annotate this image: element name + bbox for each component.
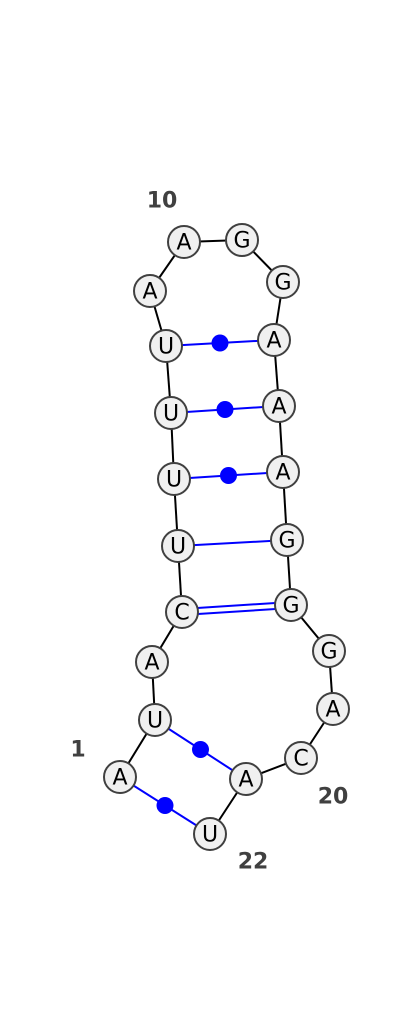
nucleotide-4: C — [165, 595, 199, 629]
nucleotide-circle — [167, 225, 201, 259]
nucleotide-5: U — [161, 529, 195, 563]
base-pair-5-16 — [177, 539, 288, 547]
nucleotide-14: A — [262, 389, 296, 423]
nucleotide-letter: G — [233, 229, 250, 254]
pair-line — [181, 601, 291, 611]
pair-line — [177, 539, 288, 547]
nucleotide-17: G — [274, 588, 308, 622]
nucleotide-letter: A — [271, 395, 286, 420]
pair-dot — [192, 741, 209, 758]
position-labels: 1 10 20 22 — [70, 189, 348, 875]
nucleotide-letter: U — [147, 709, 163, 734]
nucleotide-circle — [138, 703, 172, 737]
nucleotide-circle — [165, 595, 199, 629]
base-pair-2-21 — [154, 719, 247, 780]
base-pair-7-14 — [170, 401, 280, 418]
nucleotide-letter: A — [266, 329, 281, 354]
nucleotide-16: G — [270, 523, 304, 557]
nucleotide-circle — [229, 762, 263, 796]
nucleotide-19: A — [316, 692, 350, 726]
nucleotide-22: U — [193, 817, 227, 851]
nucleotide-letter: G — [278, 529, 295, 554]
nucleotide-circle — [284, 741, 318, 775]
nucleotide-circle — [257, 323, 291, 357]
nucleotide-circle — [154, 396, 188, 430]
nucleotide-letter: A — [144, 651, 159, 676]
nucleotide-6: U — [157, 462, 191, 496]
nucleotide-3: A — [135, 645, 169, 679]
nucleotide-letter: A — [176, 231, 191, 256]
position-label-22: 22 — [238, 850, 269, 875]
pair-dot — [220, 467, 237, 484]
nucleotide-letter: U — [202, 823, 218, 848]
nucleotide-8: U — [149, 329, 183, 363]
nucleotide-circle — [266, 455, 300, 489]
nucleotide-letter: G — [320, 640, 337, 665]
nucleotide-circle — [161, 529, 195, 563]
nucleotide-circle — [193, 817, 227, 851]
nucleotide-15: A — [266, 455, 300, 489]
nucleotide-circle — [274, 588, 308, 622]
position-label-20: 20 — [318, 785, 349, 810]
nucleotide-circle — [262, 389, 296, 423]
pair-line — [182, 606, 292, 616]
nucleotide-13: A — [257, 323, 291, 357]
pair-dot — [156, 797, 174, 814]
nucleotide-circle — [225, 223, 259, 257]
nucleotide-12: G — [266, 265, 300, 299]
nucleotide-11: G — [225, 223, 259, 257]
nucleotide-circle — [103, 760, 137, 794]
nucleotide-circle — [135, 645, 169, 679]
nucleotide-letter: A — [142, 280, 157, 305]
nucleotide-letter: U — [158, 335, 174, 360]
nucleotide-9: A — [133, 274, 167, 308]
nucleotide-1: A — [103, 760, 137, 794]
nucleotide-letter: C — [174, 601, 189, 626]
base-pair-8-13 — [165, 334, 275, 352]
pair-dot — [216, 401, 234, 418]
base-pair-6-15 — [173, 467, 284, 484]
base-pairs — [119, 334, 292, 835]
nucleotide-circle — [316, 692, 350, 726]
nucleotide-20: C — [284, 741, 318, 775]
pair-dot — [211, 334, 229, 352]
nucleotide-18: G — [312, 634, 346, 668]
nucleotide-letter: U — [163, 402, 179, 427]
position-label-10: 10 — [147, 189, 178, 214]
nucleotide-letter: U — [170, 535, 186, 560]
nucleotide-7: U — [154, 396, 188, 430]
nucleotide-circle — [266, 265, 300, 299]
position-label-1: 1 — [70, 738, 85, 763]
nucleotide-letter: G — [282, 594, 299, 619]
nucleotide-letter: A — [238, 768, 253, 793]
base-pair-4-17 — [181, 601, 292, 616]
nucleotide-letter: A — [112, 766, 127, 791]
nucleotide-letter: A — [275, 461, 290, 486]
nucleotide-letter: G — [274, 271, 291, 296]
nucleotide-circle — [312, 634, 346, 668]
nucleotide-circle — [270, 523, 304, 557]
nucleotide-circle — [149, 329, 183, 363]
nucleotide-letter: U — [166, 468, 182, 493]
nucleotide-2: U — [138, 703, 172, 737]
nucleotide-10: A — [167, 225, 201, 259]
nucleotide-circle — [133, 274, 167, 308]
nucleotide-circle — [157, 462, 191, 496]
nucleotide-letter: A — [325, 698, 340, 723]
nucleotide-21: A — [229, 762, 263, 796]
base-pair-1-22 — [119, 776, 211, 835]
nucleotide-letter: C — [293, 747, 308, 772]
